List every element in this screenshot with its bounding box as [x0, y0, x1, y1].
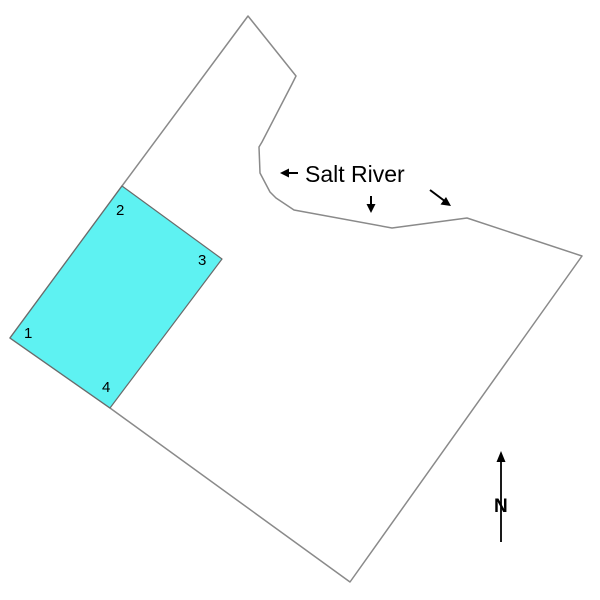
river-arrow-left — [280, 168, 298, 178]
north-arrow — [496, 451, 506, 542]
corner-label-4: 4 — [102, 379, 110, 396]
corner-label-3: 3 — [198, 252, 206, 269]
highlighted-parcel — [9, 185, 223, 409]
corner-label-1: 1 — [24, 325, 32, 342]
river-arrow-down — [366, 196, 376, 213]
river-label: Salt River — [305, 161, 405, 187]
corner-label-2: 2 — [116, 202, 124, 219]
river-arrow-down-right — [429, 189, 451, 206]
north-label: N — [494, 496, 508, 517]
